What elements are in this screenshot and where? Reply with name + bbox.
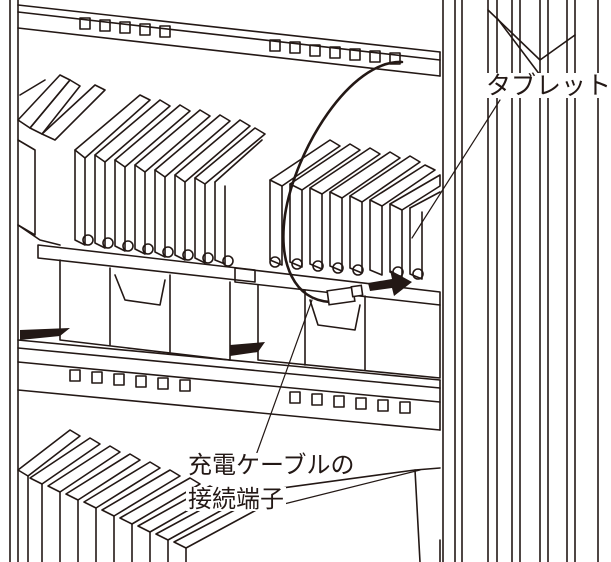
shelf-floor-bands bbox=[20, 328, 265, 356]
arrow-right-icon bbox=[368, 270, 412, 296]
callout-leader-lines bbox=[254, 99, 501, 506]
tablet-row-upper-left bbox=[17, 74, 266, 267]
middle-shelf-rail bbox=[17, 339, 441, 431]
middle-shelf-outlets bbox=[69, 369, 411, 414]
cabinet-left-post bbox=[9, 0, 19, 562]
top-shelf-outlets bbox=[79, 17, 401, 65]
tablet-callout-label: タブレット bbox=[484, 73, 611, 98]
connector-callout-label-line2: 接続端子 bbox=[186, 485, 286, 513]
charging-cable bbox=[282, 60, 404, 304]
connector-callout-label-line1: 充電ケーブルの bbox=[186, 451, 357, 479]
top-shelf-rail bbox=[17, 4, 441, 77]
tablet-tray-upper bbox=[37, 244, 441, 379]
tablet-row-upper-right bbox=[269, 139, 441, 280]
cable-plug bbox=[326, 284, 364, 306]
